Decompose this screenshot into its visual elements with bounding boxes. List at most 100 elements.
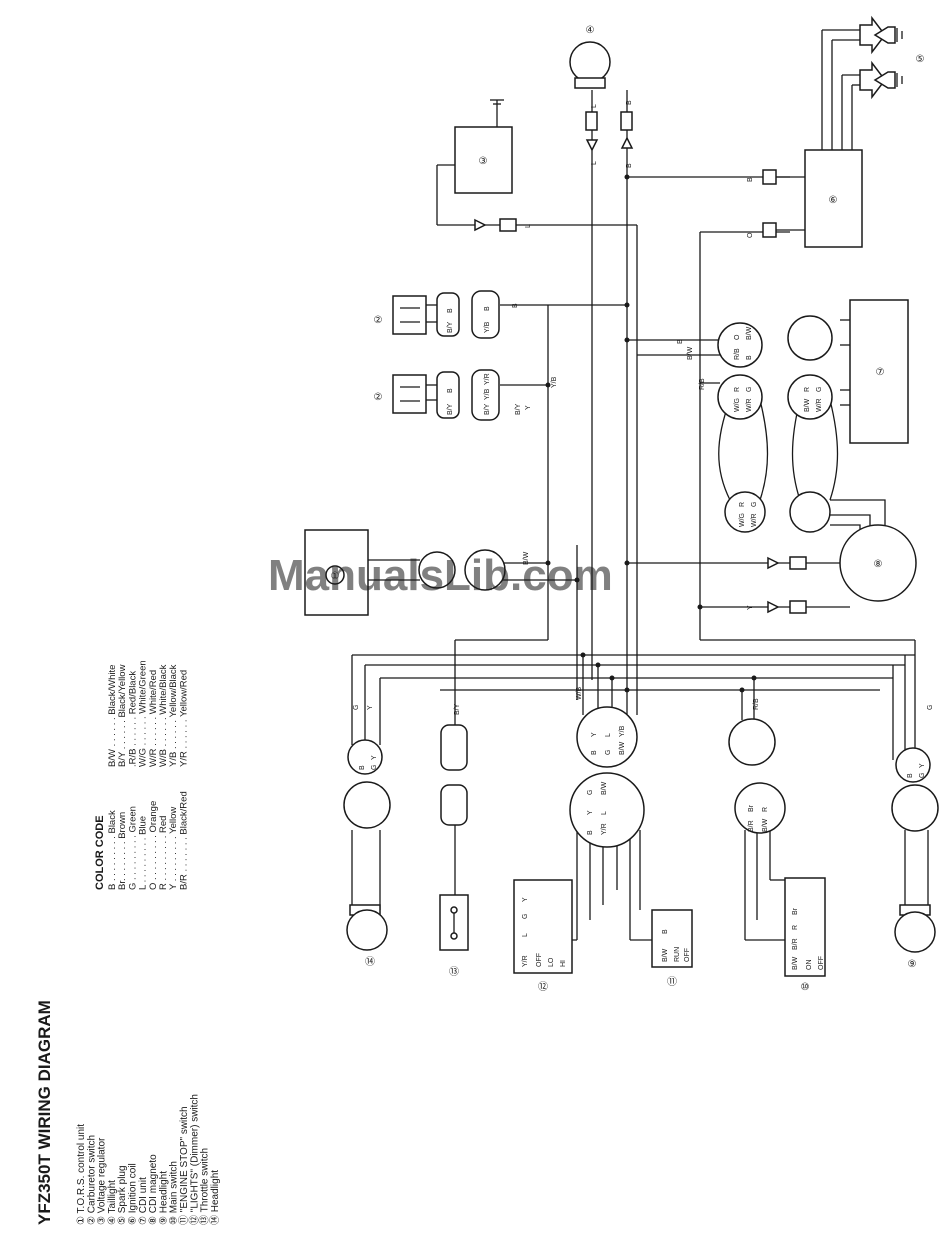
svg-text:HI: HI xyxy=(560,960,567,967)
cdi-magneto xyxy=(724,491,917,614)
svg-text:R/B: R/B xyxy=(734,348,741,360)
svg-text:B/R: B/R xyxy=(792,938,799,950)
svg-text:W/R: W/R xyxy=(751,513,758,527)
wire-labels: L L L B B B B B B/W B/W Y/B B/Y Y Y Y G … xyxy=(353,100,934,715)
svg-text:B: B xyxy=(587,830,594,835)
voltage-regulator xyxy=(437,99,517,232)
color-code-entry: B/W . . . . . . Black/White xyxy=(107,665,118,767)
color-code-entry: B/R . . . . . . . Black/Red xyxy=(178,791,189,890)
svg-text:Br: Br xyxy=(792,907,799,915)
lights-dimmer-switch xyxy=(513,879,573,974)
svg-text:B: B xyxy=(447,308,454,313)
svg-text:L: L xyxy=(591,104,598,108)
component-list-item: ⑫ "LIGHTS" (Dimmer) switch xyxy=(188,1094,200,1225)
svg-text:R: R xyxy=(762,807,769,812)
color-code-entry: B/Y . . . . . . Black/Yellow xyxy=(117,664,128,767)
svg-text:O: O xyxy=(734,334,741,340)
svg-text:G: G xyxy=(919,773,926,778)
svg-text:OFF: OFF xyxy=(536,953,543,967)
main-switch xyxy=(728,718,826,977)
svg-text:⑤: ⑤ xyxy=(916,54,925,65)
color-code-entry: G . . . . . . . . . Green xyxy=(127,806,138,890)
harness-wires xyxy=(351,29,929,941)
component-callouts: ① ② ② ③ ④ ⑤ ⑥ ⑦ ⑧ ⑨ ⑩ ⑪ ⑫ ⑬ ⑭ xyxy=(325,25,925,993)
svg-text:⑦: ⑦ xyxy=(876,367,885,378)
color-code-entry: Y/B . . . . . . Yellow/Black xyxy=(168,664,179,767)
main-switch-table: B/W B/R R Br ON OFF xyxy=(792,907,825,970)
svg-text:L: L xyxy=(591,161,598,165)
svg-text:B/W: B/W xyxy=(601,781,608,795)
svg-text:ON: ON xyxy=(806,960,813,971)
svg-text:B/W: B/W xyxy=(687,346,694,360)
component-list-item: ⑬ Throttle switch xyxy=(199,1148,211,1225)
svg-text:Y/B: Y/B xyxy=(484,321,491,333)
svg-text:B: B xyxy=(662,929,669,934)
color-code-entry: R . . . . . . . . . Red xyxy=(158,816,169,890)
taillight xyxy=(569,41,634,152)
svg-text:B/Y: B/Y xyxy=(447,403,454,415)
color-code-heading: COLOR CODE xyxy=(94,815,106,890)
component-list-item: ⑭ Headlight xyxy=(209,1170,221,1225)
svg-text:R: R xyxy=(734,387,741,392)
svg-text:G: G xyxy=(746,387,753,392)
svg-text:B: B xyxy=(677,339,684,344)
svg-text:R: R xyxy=(792,925,799,930)
svg-text:L: L xyxy=(601,811,608,815)
svg-text:Y/R: Y/R xyxy=(601,823,608,835)
ignition-coil xyxy=(762,149,863,248)
svg-text:B/Y: B/Y xyxy=(515,403,522,415)
svg-text:G: G xyxy=(587,790,594,795)
svg-text:⑪: ⑪ xyxy=(667,976,677,988)
component-list-item: ① T.O.R.S. control unit xyxy=(76,1124,87,1225)
color-code-entry: .R/B . . . . . . Red/Black xyxy=(127,671,138,767)
component-list-item: ⑧ CDI magneto xyxy=(148,1154,159,1225)
svg-text:B/W: B/W xyxy=(662,948,669,962)
color-code-entry: O . . . . . . . . . Orange xyxy=(148,801,159,890)
svg-text:B/Y: B/Y xyxy=(484,403,491,415)
lights-switch-table: Y/R L G Y OFF LO HI xyxy=(522,897,567,967)
svg-text:R/B: R/B xyxy=(753,698,760,710)
svg-text:B/W: B/W xyxy=(523,551,530,565)
svg-text:B/Y: B/Y xyxy=(454,703,461,715)
svg-text:G: G xyxy=(816,387,823,392)
svg-text:Y: Y xyxy=(522,897,529,902)
diagram-legend: YFZ350T WIRING DIAGRAM ① T.O.R.S. contro… xyxy=(35,660,221,1225)
svg-text:L: L xyxy=(605,733,612,737)
svg-text:B: B xyxy=(747,177,754,182)
svg-text:⑧: ⑧ xyxy=(874,559,883,570)
svg-text:B/R: B/R xyxy=(748,820,755,832)
svg-text:⑬: ⑬ xyxy=(449,966,459,978)
svg-text:B: B xyxy=(512,303,519,308)
svg-text:Y: Y xyxy=(591,732,598,737)
svg-text:⑨: ⑨ xyxy=(908,959,917,970)
color-code-entry: Y/R . . . . . . Yellow/Red xyxy=(178,670,189,767)
svg-text:Y: Y xyxy=(747,605,754,610)
color-code-entry: W/B . . . . . . White/Black xyxy=(158,664,169,767)
component-list-item: ⑦ CDI unit xyxy=(138,1177,149,1225)
svg-text:B: B xyxy=(447,388,454,393)
svg-text:②: ② xyxy=(374,315,383,326)
svg-text:B/W: B/W xyxy=(762,818,769,832)
component-list-item: ⑨ Headlight xyxy=(158,1171,169,1225)
component-list-item: ③ Voltage regulator xyxy=(97,1137,108,1225)
svg-text:W/B: W/B xyxy=(576,686,583,700)
component-list-item: ⑤ Spark plug xyxy=(117,1165,128,1225)
svg-text:G: G xyxy=(927,705,934,710)
diagram-title: YFZ350T WIRING DIAGRAM xyxy=(35,1000,54,1225)
svg-text:Br: Br xyxy=(748,804,755,812)
svg-text:B/W: B/W xyxy=(746,326,753,340)
svg-text:W/G: W/G xyxy=(734,398,741,412)
svg-text:Y/B: Y/B xyxy=(619,725,626,737)
component-list-item: ⑪ "ENGINE STOP" switch xyxy=(178,1106,190,1225)
svg-text:Y: Y xyxy=(367,705,374,710)
svg-text:B: B xyxy=(626,163,633,168)
color-code-entry: Br. . . . . . . . Brown xyxy=(117,812,128,890)
svg-text:①: ① xyxy=(331,571,340,582)
svg-text:B: B xyxy=(907,773,914,778)
svg-text:G: G xyxy=(353,705,360,710)
svg-text:B/W: B/W xyxy=(619,741,626,755)
svg-text:Y/R: Y/R xyxy=(484,373,491,385)
